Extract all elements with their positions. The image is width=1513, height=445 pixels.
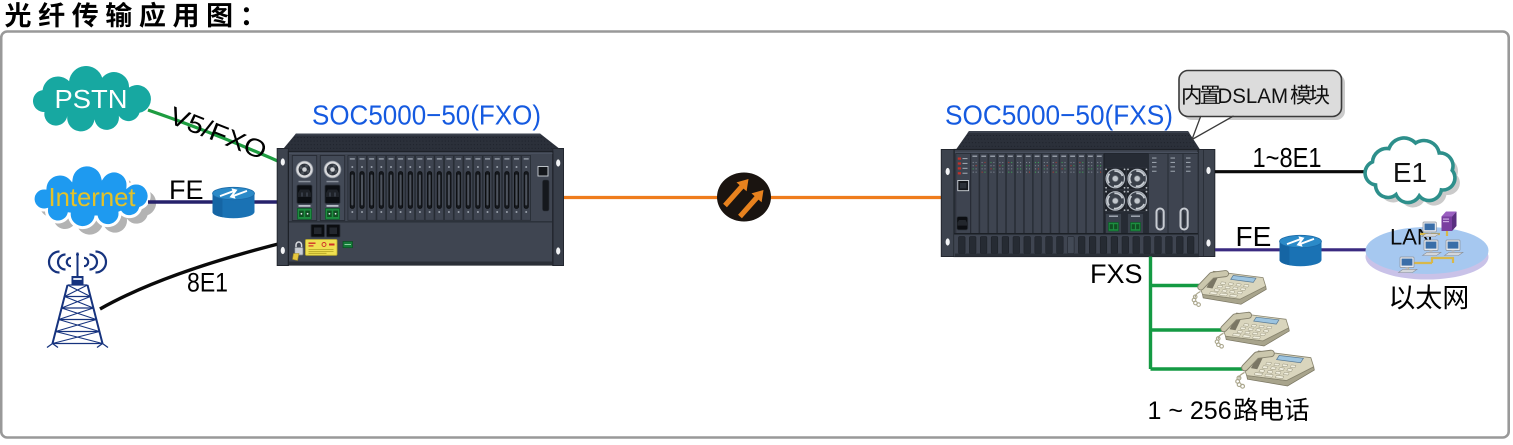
svg-text:8E1: 8E1 <box>187 268 228 298</box>
svg-text:FXS: FXS <box>1090 259 1143 289</box>
svg-text:1~8E1: 1~8E1 <box>1253 142 1322 173</box>
svg-text:FE: FE <box>169 175 204 205</box>
svg-text:SOC5000−50(FXO): SOC5000−50(FXO) <box>312 100 541 131</box>
svg-text:DSLAM: DSLAM <box>1218 84 1289 108</box>
svg-text:Internet: Internet <box>49 182 137 212</box>
svg-text:FE: FE <box>1236 221 1272 252</box>
svg-text:PSTN: PSTN <box>55 84 128 114</box>
svg-text:E1: E1 <box>1393 157 1427 188</box>
svg-text:SOC5000−50(FXS): SOC5000−50(FXS) <box>945 100 1173 131</box>
svg-text:1 ~ 256: 1 ~ 256 <box>1148 397 1232 425</box>
